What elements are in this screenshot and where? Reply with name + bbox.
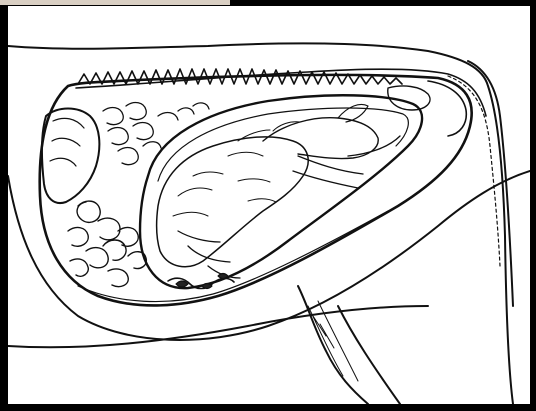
uterus-inner-wall xyxy=(158,108,408,181)
back-outline xyxy=(8,43,513,404)
top-strip xyxy=(0,0,230,5)
cotyledon-1 xyxy=(176,281,188,287)
calf-fold-lines xyxy=(173,152,276,216)
cotyledon-3 xyxy=(218,274,228,279)
calf-ear xyxy=(338,105,368,123)
cotyledon-2 xyxy=(202,284,212,289)
cow-abdomen-illustration xyxy=(8,6,530,404)
rumen-outline xyxy=(42,109,99,204)
calf-body xyxy=(157,137,309,267)
lower-skin-line xyxy=(8,306,428,347)
illustration-panel xyxy=(8,6,530,404)
rumen-inner-lines xyxy=(50,118,84,166)
uterus-outline xyxy=(140,95,422,288)
leg-outline xyxy=(298,286,400,404)
intestine-coils xyxy=(68,201,146,287)
calf-leg-front xyxy=(293,136,400,188)
